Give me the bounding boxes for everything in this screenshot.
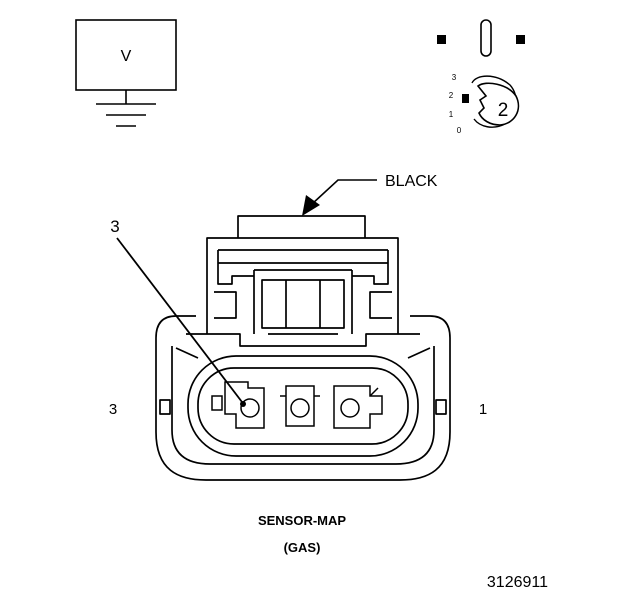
terminal-pin-2	[280, 385, 320, 427]
right-pin-label: 1	[479, 401, 487, 418]
dial-mark-0: 0	[457, 126, 462, 135]
dial-mark-2: 2	[449, 91, 454, 100]
arrowhead-icon	[302, 195, 320, 216]
voltmeter-label: V	[121, 48, 132, 65]
dial-setting: 2	[498, 100, 509, 121]
dial-mark-1: 1	[449, 110, 454, 119]
pin-callout-number: 3	[110, 217, 119, 236]
connector-body	[155, 215, 451, 481]
caption-line-2: (GAS)	[284, 540, 321, 555]
voltmeter-symbol	[75, 19, 177, 127]
dial-mark-3: 3	[452, 73, 457, 82]
color-callout-leader	[302, 179, 377, 216]
connector-color-label: BLACK	[385, 173, 438, 190]
meter-dial-icon	[437, 19, 525, 128]
terminal-pin-1	[333, 385, 383, 429]
caption-line-1: SENSOR-MAP	[258, 513, 346, 528]
figure-number: 3126911	[487, 574, 548, 591]
dial-pointer	[462, 94, 469, 103]
left-pin-label: 3	[109, 401, 117, 418]
terminal-pin-3	[211, 381, 265, 429]
pin-callout-leader	[116, 237, 246, 407]
